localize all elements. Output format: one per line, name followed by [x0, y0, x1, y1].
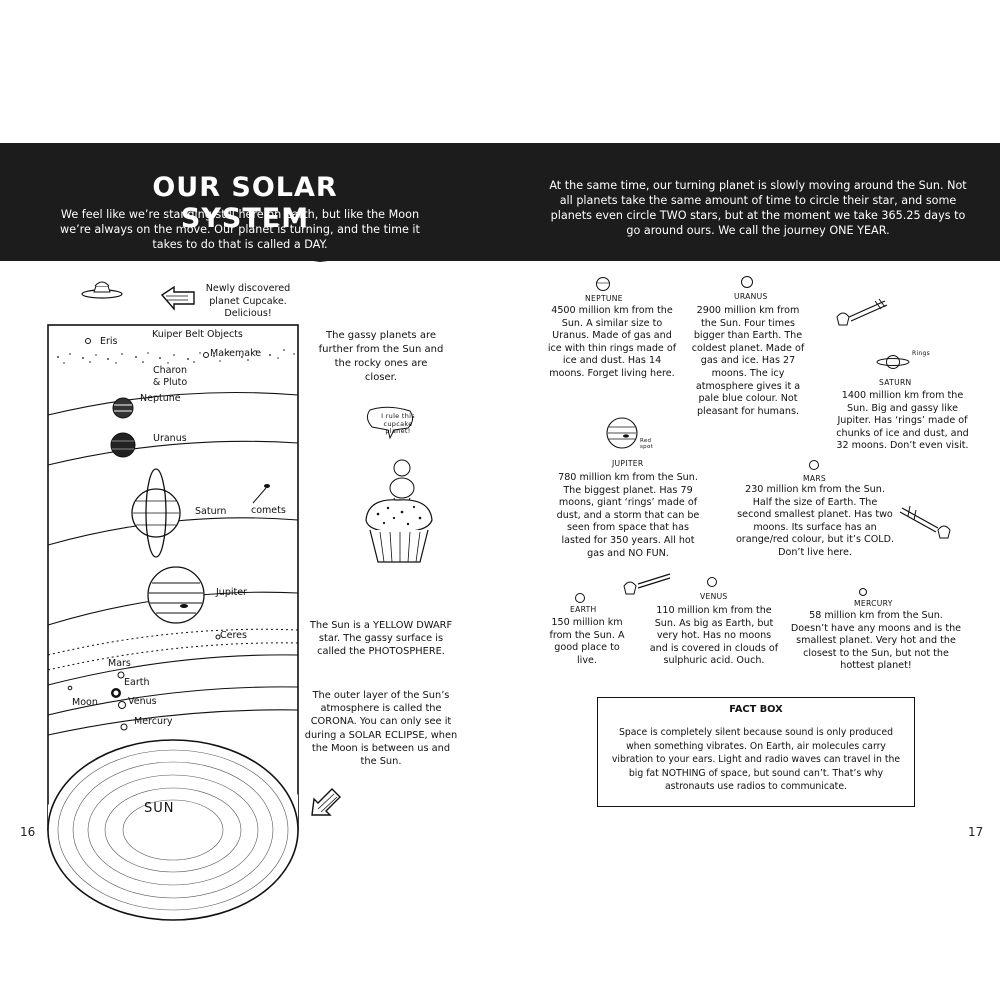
page-title: OUR SOLAR SYSTEM	[152, 172, 338, 234]
earth-name: EARTH	[570, 605, 597, 614]
mercury-name: MERCURY	[854, 599, 893, 608]
sun-label: SUN	[144, 801, 175, 816]
jupiter-name: JUPITER	[612, 459, 644, 468]
saturn-text: 1400 million km from the Sun. Big and ga…	[836, 390, 969, 452]
mars-label: Mars	[108, 658, 131, 669]
sun-note-2: The outer layer of the Sun’s atmosphere …	[304, 690, 458, 768]
venus-text: 110 million km from the Sun. As big as E…	[649, 605, 779, 667]
page-number-right: 17	[968, 825, 984, 839]
moon-label: Moon	[72, 697, 98, 708]
charon-pluto-label: Charon & Pluto	[152, 365, 188, 388]
makemake-label: Makemake	[210, 348, 262, 359]
uranus-label: Uranus	[153, 433, 187, 444]
sun-note-1: The Sun is a YELLOW DWARF star. The gass…	[309, 620, 453, 658]
venus-name: VENUS	[700, 592, 728, 601]
fact-box-title: FACT BOX	[729, 704, 783, 715]
cupcake-note: Newly discovered planet Cupcake. Delicio…	[205, 283, 291, 320]
neptune-icon	[596, 277, 610, 291]
mars-icon	[809, 460, 819, 470]
torn-edge	[0, 250, 1000, 262]
neptune-label: Neptune	[140, 393, 181, 404]
earth-text: 150 million km from the Sun. A good plac…	[549, 617, 625, 666]
venus-label: Venus	[128, 696, 157, 707]
uranus-text: 2900 million km from the Sun. Four times…	[691, 305, 805, 417]
cupcake-rocket-icon-3	[623, 573, 671, 595]
jupiter-text: 780 million km from the Sun. The biggest…	[556, 472, 700, 559]
fact-box: FACT BOX Space is completely silent beca…	[597, 697, 915, 807]
uranus-name: URANUS	[734, 292, 768, 301]
gassy-planets-note: The gassy planets are further from the S…	[318, 330, 444, 383]
kuiper-belt-label: Kuiper Belt Objects	[152, 329, 243, 340]
saturn-label: Saturn	[195, 506, 227, 517]
mars-name: MARS	[803, 474, 827, 483]
uranus-icon	[741, 276, 753, 288]
comets-label: comets	[251, 505, 286, 516]
jupiter-label: Jupiter	[216, 587, 247, 598]
cupcake-rocket-icon-2	[899, 505, 951, 539]
neptune-name: NEPTUNE	[585, 294, 623, 303]
eris-label: Eris	[100, 336, 118, 347]
mars-text: 230 million km from the Sun. Half the si…	[735, 484, 895, 558]
saturn-name: SATURN	[879, 378, 912, 387]
venus-icon	[707, 577, 717, 587]
saturn-rings-tag: Rings	[912, 350, 931, 357]
mercury-icon	[859, 588, 867, 596]
header-banner	[0, 143, 1000, 261]
fact-box-text: Space is completely silent because sound…	[611, 727, 901, 793]
jupiter-icon	[606, 417, 638, 449]
solar-system-diagram	[47, 324, 299, 921]
mercury-text: 58 million km from the Sun. Doesn’t have…	[790, 610, 962, 672]
earth-label: Earth	[124, 677, 150, 688]
arrow-icon	[160, 285, 195, 311]
mercury-label: Mercury	[134, 716, 173, 727]
cupcake-alien-illustration	[365, 406, 433, 563]
jupiter-spot-tag: Red spot	[640, 438, 654, 450]
left-intro-text: We feel like we’re standing still here o…	[60, 208, 420, 251]
page-number-left: 16	[20, 825, 36, 839]
right-intro-text: At the same time, our turning planet is …	[549, 179, 967, 237]
earth-icon	[575, 593, 585, 603]
neptune-text: 4500 million km from the Sun. A similar …	[547, 305, 677, 379]
cupcake-rocket-icon	[836, 298, 888, 326]
saturn-icon	[876, 355, 910, 369]
cupcake-speech-bubble: I rule this cupcake planet!	[381, 412, 415, 435]
ceres-label: Ceres	[220, 630, 247, 641]
arrow-down-icon	[311, 788, 341, 816]
cupcake-planet-icon	[81, 281, 123, 299]
